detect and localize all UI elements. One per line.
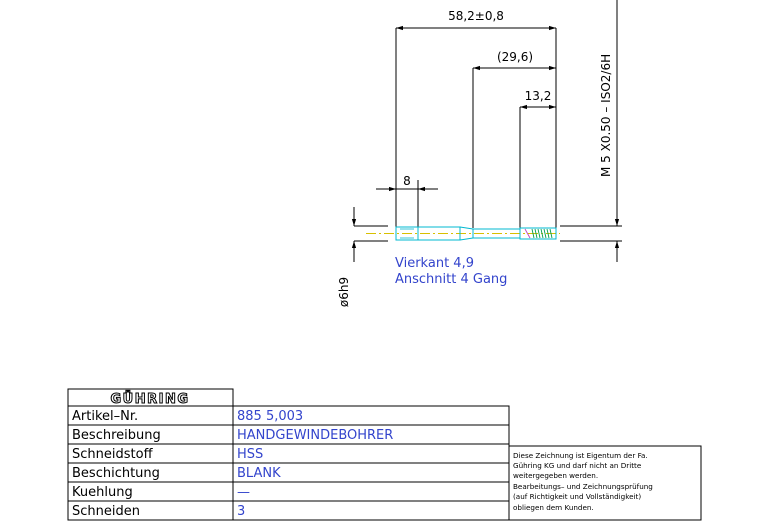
note-square: Vierkant 4,9: [395, 256, 474, 271]
value-schneiden: 3: [237, 504, 245, 519]
notice-line: Diese Zeichnung ist Eigentum der Fa.: [513, 451, 648, 460]
label-beschichtung: Beschichtung: [72, 466, 160, 481]
label-artikel-nr: Artikel–Nr.: [72, 409, 138, 424]
value-beschreibung: HANDGEWINDEBOHRER: [237, 428, 393, 443]
notice-line: Gühring KG und darf nicht an Dritte: [513, 461, 642, 470]
guehring-logo: GÜHRING: [110, 391, 189, 407]
label-beschreibung: Beschreibung: [72, 428, 161, 443]
value-beschichtung: BLANK: [237, 466, 281, 481]
label-kuehlung: Kuehlung: [72, 485, 133, 500]
note-chamfer: Anschnitt 4 Gang: [395, 272, 507, 287]
label-schneidstoff: Schneidstoff: [72, 447, 154, 462]
dimension-shank-diameter: ø6h9: [337, 207, 388, 307]
value-artikel-nr: 885 5,003: [237, 409, 303, 424]
value-kuehlung: —: [237, 485, 250, 500]
dimension-thread-length: 13,2: [519, 89, 556, 228]
shank-length-label: (29,6): [497, 50, 533, 64]
title-block: GÜHRING Artikel–Nr. 885 5,003 Beschreibu…: [67, 388, 702, 521]
dimension-shank-length: (29,6): [472, 50, 556, 228]
shank-diameter-label: ø6h9: [337, 277, 351, 307]
notice-line: (auf Richtigkeit und Vollständigkeit): [513, 492, 641, 501]
notice-line: obliegen dem Kunden.: [513, 503, 594, 512]
thread-length-label: 13,2: [525, 89, 552, 103]
notice-line: Bearbeitungs– und Zeichnungsprüfung: [513, 482, 653, 491]
dimension-square-length: 8: [376, 174, 438, 228]
dimension-thread-spec: M 5 X0.50 – ISO2/6H: [560, 0, 622, 262]
tap-part-outline: [366, 226, 560, 241]
label-schneiden: Schneiden: [72, 504, 140, 519]
total-length-label: 58,2±0,8: [448, 9, 504, 23]
ownership-notice-box: [508, 445, 702, 521]
dimension-total-length: 58,2±0,8: [395, 9, 557, 228]
square-length-label: 8: [403, 174, 411, 188]
value-schneidstoff: HSS: [237, 447, 263, 462]
notice-line: weitergegeben werden.: [513, 471, 598, 480]
thread-spec-label: M 5 X0.50 – ISO2/6H: [599, 54, 613, 177]
